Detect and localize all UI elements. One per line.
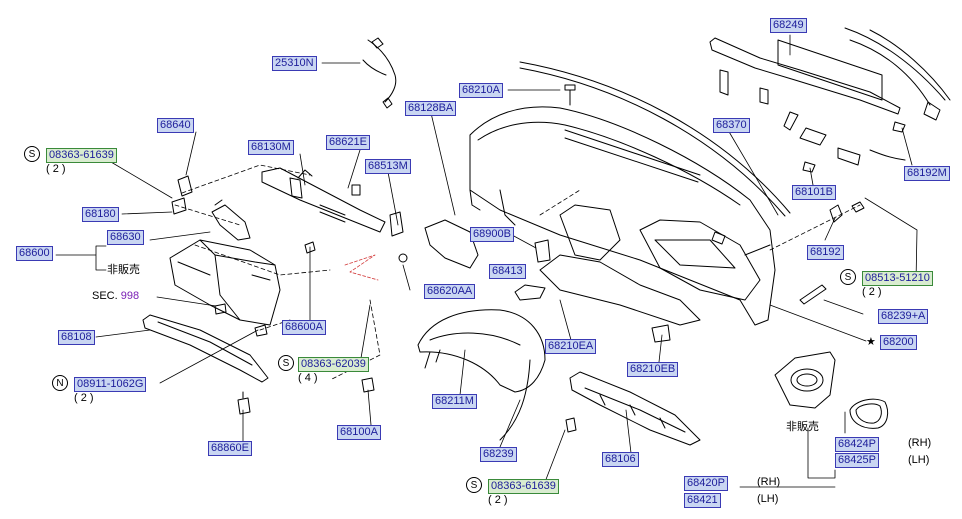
lh-note: (LH) xyxy=(757,493,779,505)
part-label-68211m[interactable]: 68211M xyxy=(432,394,477,409)
bolt-prefix-circle: S xyxy=(24,146,40,162)
section-prefix: SEC. xyxy=(92,290,118,302)
not-for-sale-note: 非販売 xyxy=(107,263,140,276)
bolt-prefix-circle: S xyxy=(840,269,856,285)
rh-note: (RH) xyxy=(908,437,932,449)
bolt-prefix-circle: S xyxy=(278,355,294,371)
part-label-68128ba[interactable]: 68128BA xyxy=(405,101,457,116)
lh-note: (LH) xyxy=(908,454,930,466)
clip-glovebox-hinge xyxy=(254,324,268,337)
part-label-68370[interactable]: 68370 xyxy=(713,118,750,133)
bracket-68210ea xyxy=(514,284,546,301)
bracket-68900b xyxy=(534,239,551,263)
sec-998-part xyxy=(214,303,227,315)
clip-68192 xyxy=(829,201,865,223)
part-label-68210a[interactable]: 68210A xyxy=(459,83,503,98)
bracket-68128ba xyxy=(424,219,479,269)
lock-68630 xyxy=(211,199,251,241)
glove-box-68600 xyxy=(169,239,281,326)
part-label-68421[interactable]: 68421 xyxy=(684,493,721,508)
screw-68210a xyxy=(564,84,576,106)
part-label-68420p[interactable]: 68420P xyxy=(684,476,728,491)
part-label-68130m[interactable]: 68130M xyxy=(248,140,294,155)
bolt-quantity: ( 2 ) xyxy=(488,494,508,506)
part-label-68100a[interactable]: 68100A xyxy=(337,425,381,440)
fastener-68620aa xyxy=(398,253,408,263)
bolt-label-08363-62039[interactable]: 08363-62039 xyxy=(298,357,369,372)
lower-panel-68106 xyxy=(569,371,701,446)
part-label-68860e[interactable]: 68860E xyxy=(208,441,252,456)
bolt-quantity: ( 4 ) xyxy=(298,372,318,384)
bolt-label-08513-51210[interactable]: 08513-51210 xyxy=(862,271,933,286)
bolt-prefix-circle: S xyxy=(466,477,482,493)
clip-68100a xyxy=(361,377,375,393)
part-label-68192m[interactable]: 68192M xyxy=(904,166,950,181)
strip-68370 xyxy=(519,61,791,217)
bracket-68210eb xyxy=(651,324,671,343)
bracket-68130m xyxy=(261,167,386,233)
vent-housing xyxy=(774,351,836,409)
fastener-68621e xyxy=(351,184,361,196)
screw-right xyxy=(565,417,577,433)
part-label-68413[interactable]: 68413 xyxy=(489,264,526,279)
leader-lines xyxy=(55,34,918,488)
upper-panel-68192m xyxy=(844,27,951,133)
part-label-25310n[interactable]: 25310N xyxy=(272,56,317,71)
part-label-68239a[interactable]: 68239+A xyxy=(878,309,929,324)
instrument-panel-68200 xyxy=(469,106,776,326)
part-label-68239[interactable]: 68239 xyxy=(480,447,517,462)
bar-68239a xyxy=(799,284,827,305)
bolt-label-08363-61639-bottom[interactable]: 08363-61639 xyxy=(488,479,559,494)
top-bracket-68249 xyxy=(709,37,906,173)
part-label-68513m[interactable]: 68513M xyxy=(365,159,411,174)
part-label-68630[interactable]: 68630 xyxy=(107,230,144,245)
bolt-label-08911-1062g[interactable]: 08911-1062G xyxy=(74,377,147,392)
fastener-68513m xyxy=(389,211,404,237)
strip-68239 xyxy=(499,359,531,441)
clip-68860e xyxy=(237,391,251,415)
part-label-68600[interactable]: 68600 xyxy=(16,246,53,261)
part-label-68106[interactable]: 68106 xyxy=(602,452,639,467)
part-label-68210eb[interactable]: 68210EB xyxy=(627,362,679,377)
bolt-prefix-circle: N xyxy=(52,375,68,391)
clip-68600a xyxy=(304,241,316,254)
clip-68180 xyxy=(171,197,187,215)
part-label-68108[interactable]: 68108 xyxy=(58,330,95,345)
part-label-68620aa[interactable]: 68620AA xyxy=(424,284,476,299)
part-label-68101b[interactable]: 68101B xyxy=(792,185,836,200)
part-label-68621e[interactable]: 68621E xyxy=(326,135,370,150)
rh-note: (RH) xyxy=(757,476,781,488)
part-label-68424p[interactable]: 68424P xyxy=(835,437,879,452)
bolt-quantity: ( 2 ) xyxy=(862,286,882,298)
part-label-68900b[interactable]: 68900B xyxy=(470,227,514,242)
part-label-68249[interactable]: 68249 xyxy=(770,18,807,33)
part-label-68200[interactable]: 68200 xyxy=(880,335,917,350)
bolt-label-08363-61639-left[interactable]: 08363-61639 xyxy=(46,148,117,163)
bolt-quantity: ( 2 ) xyxy=(74,392,94,404)
harness-25310n xyxy=(362,37,397,109)
part-label-68640[interactable]: 68640 xyxy=(157,118,194,133)
red-dashed-guide xyxy=(344,254,379,281)
part-label-68210ea[interactable]: 68210EA xyxy=(545,339,597,354)
bolt-quantity: ( 2 ) xyxy=(46,163,66,175)
part-label-68192[interactable]: 68192 xyxy=(807,245,844,260)
meter-hood-68211m xyxy=(417,309,546,393)
not-for-sale-note: 非販売 xyxy=(786,420,819,433)
vent-bezel-68424p xyxy=(849,398,889,429)
lower-cover-68108 xyxy=(142,314,269,383)
part-label-68425p[interactable]: 68425P xyxy=(835,453,879,468)
section-number-link[interactable]: 998 xyxy=(120,290,140,302)
star-marker-icon: ★ xyxy=(866,336,876,348)
clip-68640 xyxy=(177,175,193,197)
part-label-68180[interactable]: 68180 xyxy=(82,207,119,222)
part-label-68600a[interactable]: 68600A xyxy=(282,320,326,335)
section-reference: SEC. 998 xyxy=(92,290,139,303)
